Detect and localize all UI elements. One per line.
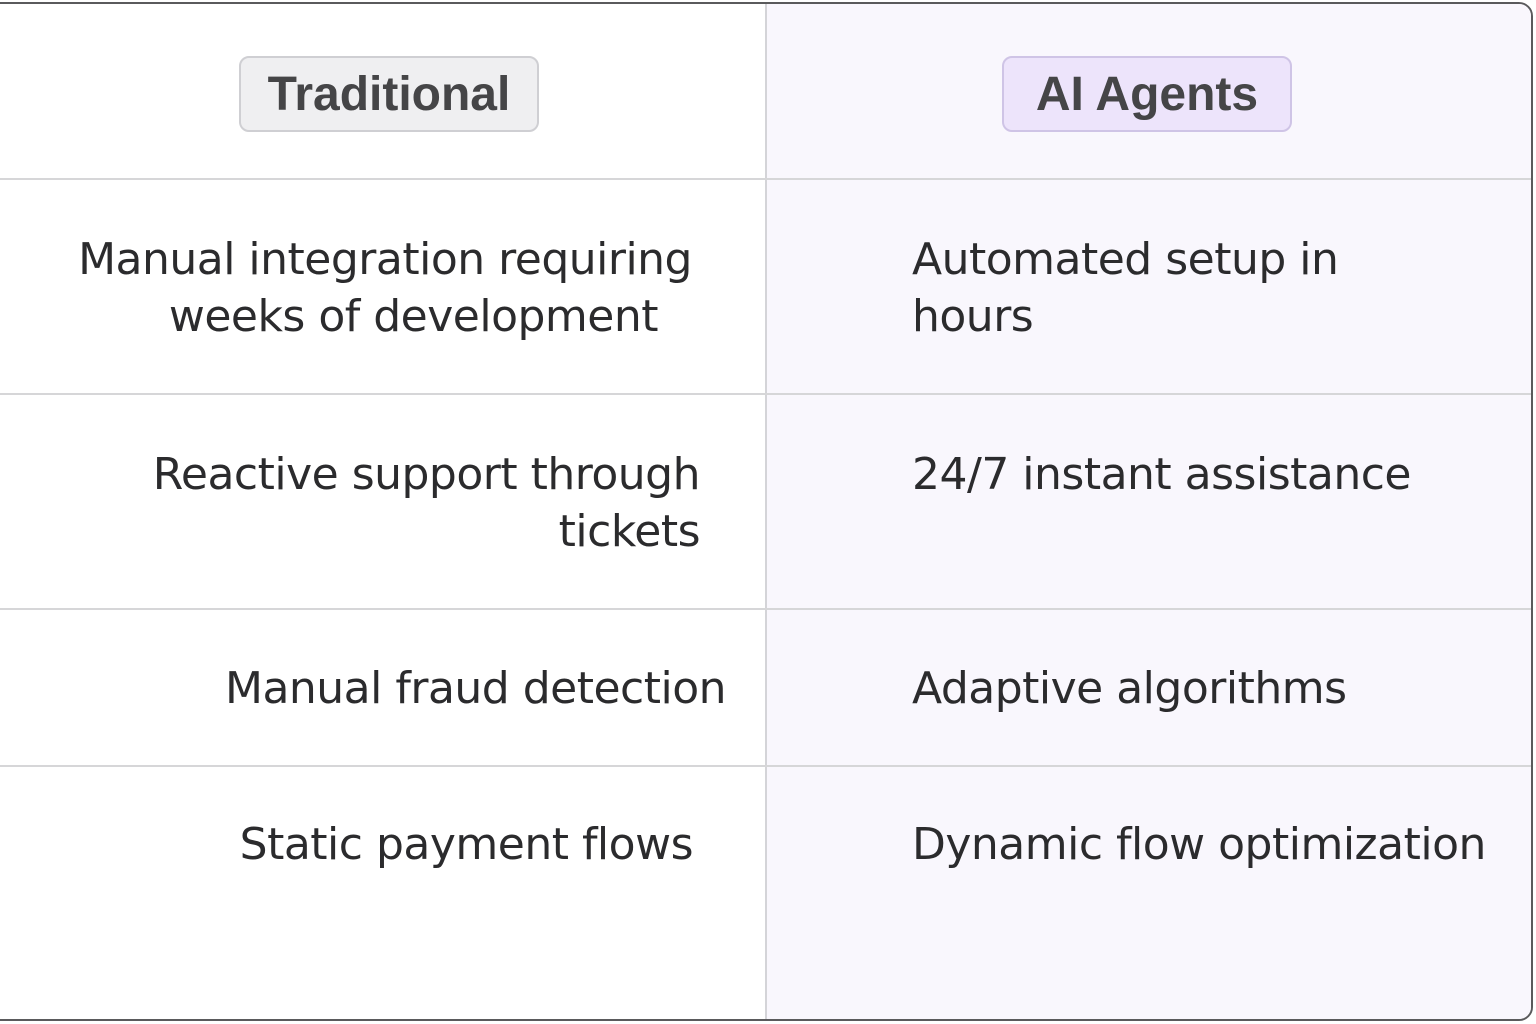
table-cell-ai-agents: Automated setup in hours <box>912 231 1512 345</box>
cell-line: 24/7 instant assistance <box>912 449 1412 500</box>
header-traditional-label: Traditional <box>267 67 511 121</box>
row-divider <box>0 608 1531 610</box>
column-divider <box>765 4 767 1019</box>
cell-line: tickets <box>558 506 701 557</box>
cell-line: Manual integration requiring <box>78 234 692 285</box>
table-cell-ai-agents: Dynamic flow optimization <box>912 816 1512 873</box>
cell-line: Manual fraud detection <box>224 663 727 714</box>
row-divider <box>0 765 1531 767</box>
cell-line: weeks of development <box>168 291 659 342</box>
table-cell-traditional: Manual integration requiring weeks of de… <box>52 231 692 345</box>
header-ai-agents-pill: AI Agents <box>1002 56 1292 132</box>
header-traditional-pill: Traditional <box>239 56 539 132</box>
cell-line: Static payment flows <box>239 819 694 870</box>
cell-line: Reactive support through <box>152 449 701 500</box>
cell-line: hours <box>912 291 1034 342</box>
header-ai-agents-label: AI Agents <box>1035 67 1259 121</box>
table-cell-ai-agents: 24/7 instant assistance <box>912 446 1512 503</box>
row-divider <box>0 178 1531 180</box>
table-cell-traditional: Static payment flows <box>52 816 694 873</box>
table-cell-traditional: Reactive support through tickets <box>52 446 701 560</box>
row-divider <box>0 393 1531 395</box>
cell-line: Dynamic flow optimization <box>912 819 1486 870</box>
ai-agents-column-background <box>767 4 1531 1019</box>
table-cell-ai-agents: Adaptive algorithms <box>912 660 1512 717</box>
cell-line: Adaptive algorithms <box>912 663 1347 714</box>
cell-line: Automated setup in <box>912 234 1339 285</box>
table-cell-traditional: Manual fraud detection <box>52 660 727 717</box>
